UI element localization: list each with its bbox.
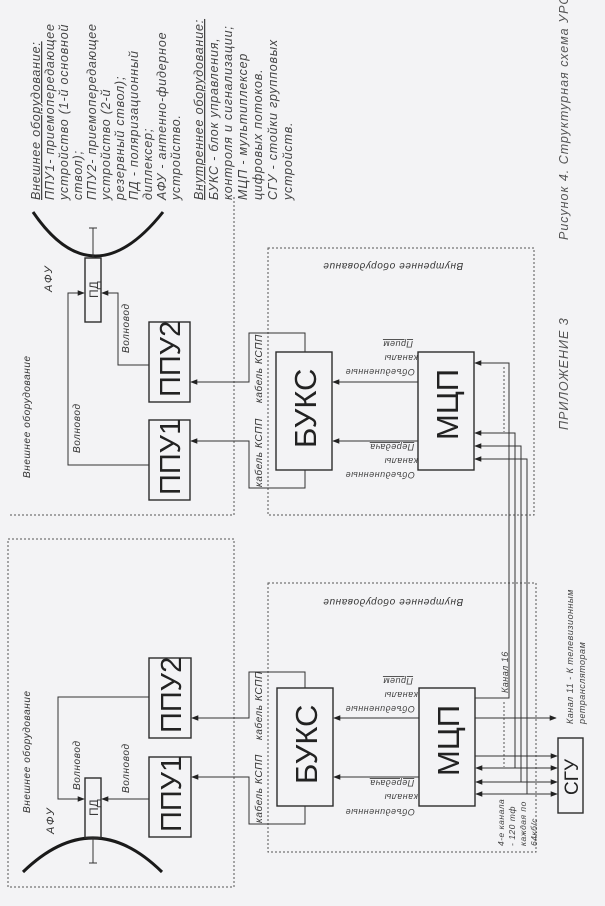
waveguide-label: Волновод	[72, 740, 83, 790]
waveguide-label: Волновод	[72, 403, 83, 453]
rx-label: каналы	[384, 690, 418, 700]
legend-line: БУКС - блок управления,	[207, 38, 221, 200]
trunk-line	[474, 456, 528, 794]
legend-heading-internal: Внутреннее оборудование:	[192, 19, 206, 200]
rx-label: каналы	[384, 353, 418, 363]
cable-label: кабель КСПП	[253, 418, 265, 487]
bucs-label: БУКС	[288, 369, 323, 448]
antenna-dish-icon	[31, 211, 165, 258]
cable-to-ppu2	[190, 332, 306, 385]
pd-label: ПД	[87, 281, 101, 298]
figure-caption: Рисунок 4. Структурная схема УРС4	[557, 0, 571, 240]
internal-equipment-boundary	[267, 582, 537, 853]
ppu2-label: ППУ2	[156, 657, 188, 733]
channel-11-label: Канал 11 - К телевизионным	[565, 589, 575, 724]
antenna-feed	[89, 227, 97, 258]
internal-equipment-label: Внутреннее оборудование	[323, 596, 463, 608]
rx-label: Прием	[383, 339, 413, 349]
pd-block	[84, 257, 102, 323]
mcp-label: МЦП	[431, 705, 466, 776]
trunk-line	[474, 443, 522, 782]
internal-equipment-label: Внутреннее оборудование	[323, 260, 463, 272]
afu-label: АФУ	[45, 806, 57, 835]
waveguide-label: Волновод	[121, 303, 132, 353]
legend-line: устройство.	[169, 114, 183, 201]
channels-note: - 120 тф	[507, 806, 517, 846]
waveguide-ppu2	[101, 290, 149, 366]
legend-heading-external: Внешнее оборудование:	[29, 41, 43, 200]
ppu2-block	[148, 657, 192, 739]
tx-label: каналы	[384, 792, 418, 802]
tx-label: Объединенные	[345, 807, 415, 817]
channels-note: каждая по	[518, 801, 528, 846]
channel-16-label: Канал 16	[500, 651, 510, 693]
channel-11-label: ретрансляторам	[577, 642, 587, 725]
ppu1-label: ППУ1	[156, 756, 188, 832]
internal-equipment-boundary	[267, 247, 535, 516]
afu-label: АФУ	[43, 264, 55, 293]
legend-line: контроля и сигнализации;	[221, 25, 235, 200]
ppu2-block	[148, 321, 191, 403]
cable-label: кабель КСПП	[253, 334, 265, 403]
legend-line: ПД - поляризационный	[127, 50, 141, 200]
waveguide-label: Волновод	[121, 743, 132, 793]
legend-line: ствол);	[71, 150, 85, 200]
cable-to-ppu2	[191, 671, 306, 721]
tx-label: Передача	[370, 442, 414, 452]
rx-label: Прием	[383, 676, 413, 686]
bucs-label: БУКС	[289, 705, 324, 784]
cable-label: кабель КСПП	[253, 671, 265, 740]
legend-line: цифровых потоков.	[251, 69, 265, 200]
station-2: Внешнее оборудование Внутреннее оборудов…	[7, 538, 537, 888]
ppu1-block	[148, 419, 191, 501]
mcp-block	[418, 687, 476, 807]
tx-label: каналы	[384, 456, 418, 466]
mcp-block	[417, 351, 475, 471]
external-equipment-label: Внешнее оборудование	[21, 690, 33, 813]
legend-line: ППУ2- приемопередающее	[85, 23, 99, 200]
legend-line: ППУ1- приемопередающее	[43, 23, 57, 200]
tx-label: Объединенные	[345, 470, 415, 480]
rx-label: Объединенные	[345, 704, 415, 714]
channel-16-line	[474, 360, 510, 699]
legend-line: устройств.	[281, 122, 295, 201]
legend-line: устройство (2-й	[99, 89, 113, 201]
sgu-label: СГУ	[562, 758, 583, 795]
legend-line: АФУ - антенно-фидерное	[155, 32, 169, 201]
ppu2-label: ППУ2	[155, 321, 187, 397]
trunk-line	[474, 430, 516, 768]
bucs-block	[275, 351, 333, 471]
group-interconnect: СГУ Канал 16 Канал 11 - К телевизионным …	[474, 360, 587, 846]
legend-line: МЦП - мультиплексер	[236, 53, 250, 200]
external-equipment-boundary	[7, 538, 235, 888]
legend: Внешнее оборудование: ППУ1- приемопереда…	[29, 19, 295, 201]
channels-note: 64кб/с	[529, 818, 539, 846]
ppu1-label: ППУ1	[155, 419, 187, 495]
station-1: Внешнее оборудование Внутреннее оборудов…	[8, 197, 535, 516]
antenna-feed	[89, 838, 97, 864]
sgu-block	[557, 737, 584, 814]
tx-label: Передача	[370, 778, 414, 788]
legend-line: резервный ствол);	[113, 76, 127, 201]
legend-line: устройство (1-й основной	[57, 24, 71, 201]
legend-line: СГУ - стойки групповых	[266, 39, 280, 200]
waveguide-ppu2	[57, 696, 149, 802]
cable-to-ppu1	[190, 438, 306, 489]
pd-block	[84, 777, 102, 839]
legend-line: диплексер;	[141, 128, 155, 200]
rx-label: Объединенные	[345, 367, 415, 377]
ppu1-block	[148, 756, 192, 838]
external-equipment-label: Внешнее оборудование	[21, 355, 33, 478]
channels-note: 4-е канала	[496, 799, 506, 846]
cable-to-ppu1	[191, 774, 306, 825]
appendix-label: ПРИЛОЖЕНИЕ 3	[557, 317, 571, 430]
pd-label: ПД	[87, 799, 101, 816]
cable-label: кабель КСПП	[253, 754, 265, 823]
external-equipment-boundary	[8, 197, 235, 516]
waveguide-ppu1	[67, 290, 149, 466]
mcp-label: МЦП	[430, 369, 465, 440]
